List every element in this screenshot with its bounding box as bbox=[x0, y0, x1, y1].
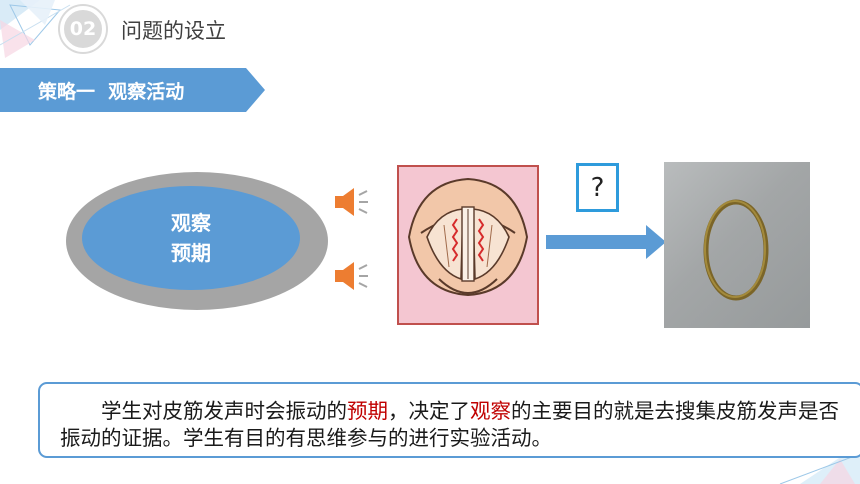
strategy-banner: 策略一 观察活动 bbox=[0, 68, 265, 112]
conclusion-text-part-2: ，决定了 bbox=[388, 399, 470, 423]
speaker-icon bbox=[335, 262, 368, 290]
highlight-observation: 观察 bbox=[470, 399, 511, 423]
conclusion-text-part-1: 学生对皮筋发声时会振动的 bbox=[101, 399, 347, 423]
oval-line-1: 观察 bbox=[171, 211, 211, 235]
oval-line-2: 预期 bbox=[171, 241, 211, 265]
strategy-banner-label: 策略一 观察活动 bbox=[38, 80, 185, 103]
highlight-expectation: 预期 bbox=[347, 399, 388, 423]
section-number-badge: 02 bbox=[60, 6, 106, 52]
question-mark-box: ? bbox=[576, 163, 619, 212]
observe-expect-oval: 观察 预期 bbox=[82, 186, 300, 290]
vocal-cords-drawing bbox=[407, 177, 529, 297]
page-title: 问题的设立 bbox=[121, 19, 226, 43]
rubber-band-photo bbox=[664, 162, 810, 328]
rubber-band-drawing bbox=[703, 199, 769, 301]
corner-decoration-top-left bbox=[0, 0, 71, 58]
conclusion-text-box: 学生对皮筋发声时会振动的预期，决定了观察的主要目的就是去搜集皮筋发声是否振动的证… bbox=[38, 382, 860, 458]
speaker-icon bbox=[335, 188, 368, 216]
vocal-cords-illustration bbox=[397, 165, 539, 325]
arrow-right-icon bbox=[546, 225, 666, 259]
conclusion-text-part-3: 的主要目的就是去搜集皮筋发声是否振动的证据。学生有目的有思维参与的进行实验活动。 bbox=[60, 399, 839, 450]
